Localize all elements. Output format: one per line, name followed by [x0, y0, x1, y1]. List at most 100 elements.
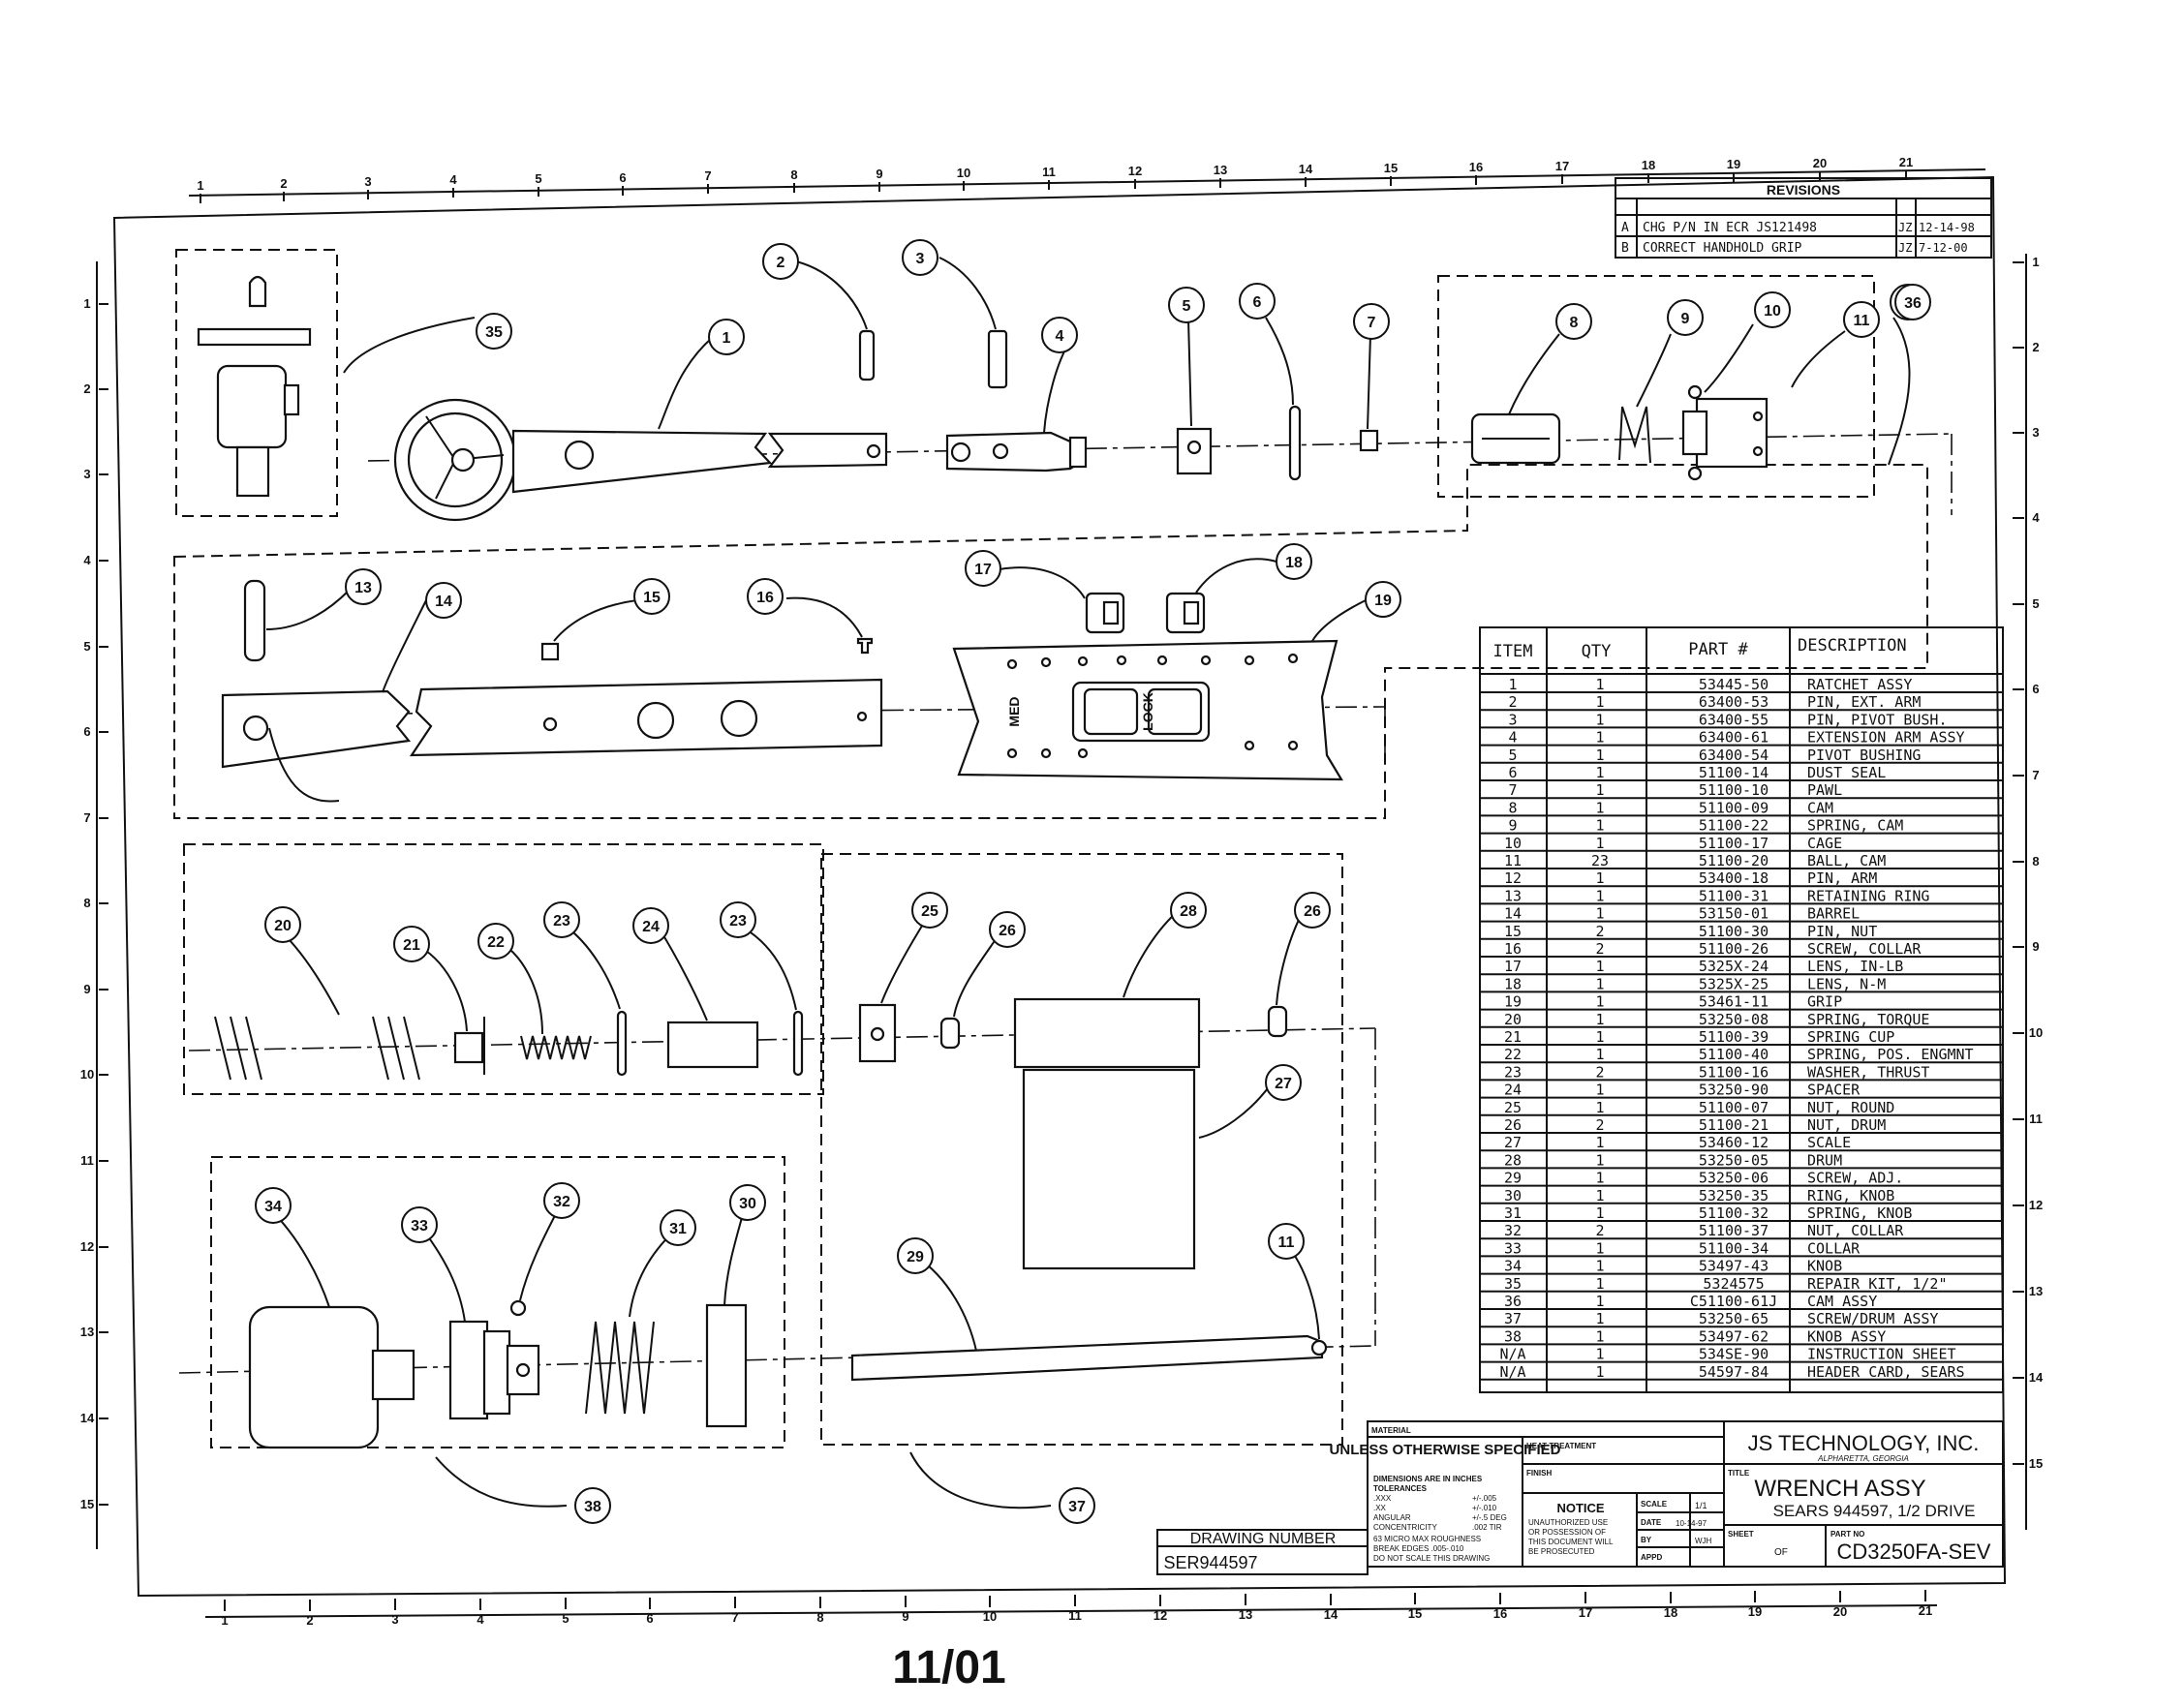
callout-27: 27: [1265, 1064, 1302, 1101]
top-tick-15: 15: [1384, 161, 1398, 175]
callout-number: 6: [1253, 294, 1262, 311]
bom-part-number: 63400-55: [1699, 711, 1769, 728]
bom-part-number: 53497-43: [1699, 1258, 1769, 1275]
bom-part-number: 53497-62: [1699, 1327, 1769, 1345]
right-tick-1: 1: [2032, 255, 2039, 269]
bottom-tick-12: 12: [1154, 1608, 1167, 1623]
callout-22: 22: [477, 923, 514, 960]
bom-part-number: 51100-40: [1699, 1046, 1769, 1063]
left-tick-14: 14: [80, 1411, 95, 1425]
callout-number: 25: [921, 903, 938, 920]
bottom-tick-13: 13: [1239, 1607, 1252, 1622]
callout-number: 3: [916, 251, 925, 267]
part-2-pin: [858, 329, 876, 381]
callout-bubble-circle: [1170, 892, 1207, 929]
bom-qty: 1: [1595, 1327, 1604, 1345]
rev-b-desc: CORRECT HANDHOLD GRIP: [1643, 241, 1802, 256]
bottom-tick-1: 1: [221, 1613, 228, 1628]
rev-b: B: [1621, 241, 1629, 256]
part-27-scale: [1022, 1068, 1196, 1270]
callout-bubble-circle: [911, 892, 948, 929]
bom-description: RATCHET ASSY: [1807, 676, 1912, 693]
callout-number: 14: [435, 594, 452, 610]
bom-description: KNOB ASSY: [1807, 1327, 1886, 1345]
bom-description: NUT, COLLAR: [1807, 1222, 1904, 1239]
callout-bubble-circle: [543, 1182, 580, 1219]
callout-number: 5: [1183, 298, 1191, 315]
callout-bubble-circle: [1294, 892, 1331, 929]
finish-label: FINISH: [1526, 1469, 1552, 1478]
callout-21: 21: [393, 926, 430, 962]
callout-6: 6: [1239, 283, 1276, 320]
bom-item: N/A: [1499, 1363, 1525, 1381]
bom-description: SCREW/DRUM ASSY: [1807, 1310, 1938, 1327]
part-1-ratchet-head: [393, 398, 888, 522]
notice-4: BE PROSECUTED: [1528, 1547, 1595, 1556]
callout-number: 18: [1285, 555, 1303, 571]
bom-item: 10: [1504, 835, 1522, 852]
bom-qty: 1: [1595, 1293, 1604, 1310]
callout-24: 24: [632, 907, 669, 944]
bom-qty: 1: [1595, 747, 1604, 764]
bom-item: 1: [1508, 676, 1517, 693]
bom-part-number: 53400-18: [1699, 869, 1769, 887]
top-tick-18: 18: [1642, 158, 1655, 172]
note-3: DO NOT SCALE THIS DRAWING: [1373, 1554, 1490, 1563]
drawing-number-label: DRAWING NUMBER: [1190, 1531, 1337, 1547]
right-tick-4: 4: [2032, 510, 2040, 525]
bom-header-item: ITEM: [1493, 642, 1533, 661]
callout-bubble-circle: [747, 578, 784, 615]
bom-qty: 1: [1595, 869, 1604, 887]
bom-description: EXTENSION ARM ASSY: [1807, 729, 1965, 747]
callout-28: 28: [1170, 892, 1207, 929]
callout-34: 34: [255, 1187, 292, 1224]
bom-part-number: 53460-12: [1699, 1134, 1769, 1151]
appd-label: APPD: [1641, 1553, 1662, 1562]
bom-part-number: 51100-32: [1699, 1204, 1769, 1222]
bottom-tick-3: 3: [391, 1612, 398, 1627]
bom-qty: 1: [1595, 711, 1604, 728]
bom-part-number: 51100-16: [1699, 1063, 1769, 1081]
bom-part-number: 63400-54: [1699, 747, 1769, 764]
note-2: BREAK EDGES .005-.010: [1373, 1544, 1464, 1553]
callout-bubble-circle: [476, 313, 512, 350]
bom-qty: 1: [1595, 958, 1604, 975]
part-29-screw-adj: [850, 1334, 1324, 1382]
callout-bubble-circle: [255, 1187, 292, 1224]
rev-a-date: 12-14-98: [1919, 221, 1975, 234]
callout-number: 7: [1368, 315, 1376, 331]
callout-number: 33: [411, 1218, 428, 1235]
callout-bubble-circle: [477, 923, 514, 960]
heat-treatment-label: HEAT TREATMENT: [1526, 1442, 1596, 1450]
callout-bubble-circle: [393, 926, 430, 962]
callout-25: 25: [911, 892, 948, 929]
callout-bubbles: 1234567891011121314151617181920212223242…: [255, 239, 1931, 1524]
drawing-subtitle: SEARS 944597, 1/2 DRIVE: [1773, 1502, 1976, 1520]
callout-31: 31: [660, 1209, 696, 1246]
bom-item: 7: [1508, 781, 1517, 799]
part-15-pin-nut: [540, 642, 560, 661]
bom-description: SPRING, KNOB: [1807, 1204, 1912, 1222]
callout-23: 23: [720, 901, 756, 938]
bom-description: CAGE: [1807, 835, 1842, 852]
bottom-tick-7: 7: [731, 1610, 738, 1625]
bom-qty: 1: [1595, 975, 1604, 992]
notice-1: UNAUTHORIZED USE: [1528, 1518, 1608, 1527]
bom-qty: 1: [1595, 693, 1604, 711]
tol-conc-v: .002 TIR: [1472, 1523, 1502, 1532]
bom-part-number: 51100-34: [1699, 1239, 1769, 1257]
callout-bubble-circle: [762, 243, 799, 280]
